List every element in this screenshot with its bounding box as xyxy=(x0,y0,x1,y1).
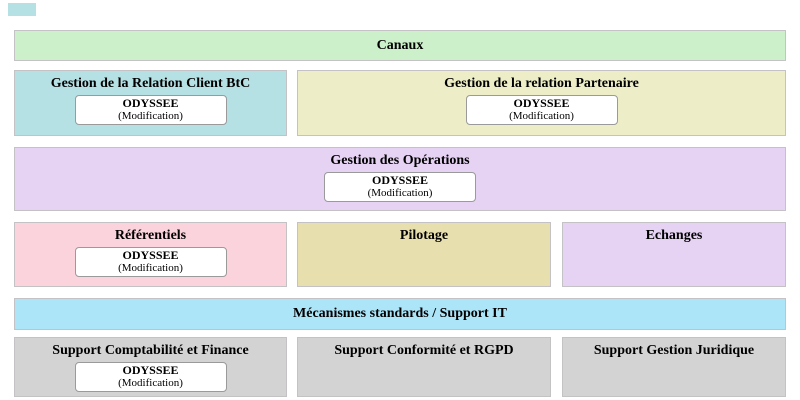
block-support-comptabilite-finance-label: Support Comptabilité et Finance xyxy=(52,343,249,358)
block-gestion-relation-partenaire: Gestion de la relation Partenaire ODYSSE… xyxy=(297,70,786,136)
block-pilotage-label: Pilotage xyxy=(399,228,449,243)
odyssee-chip: ODYSSEE (Modification) xyxy=(465,95,618,125)
app-detail: (Modification) xyxy=(118,110,183,122)
block-gestion-relation-partenaire-label: Gestion de la relation Partenaire xyxy=(444,76,639,91)
block-pilotage: Pilotage xyxy=(297,222,551,287)
odyssee-chip: ODYSSEE (Modification) xyxy=(74,247,227,277)
block-mecanismes-standards-support-it: Mécanismes standards / Support IT xyxy=(14,298,786,330)
block-gestion-relation-client-btc: Gestion de la Relation Client BtC ODYSSE… xyxy=(14,70,287,136)
block-referentiels-label: Référentiels xyxy=(114,228,187,243)
block-support-comptabilite-finance: Support Comptabilité et Finance ODYSSEE … xyxy=(14,337,287,397)
app-detail: (Modification) xyxy=(367,187,433,199)
block-mecanismes-standards-support-it-label: Mécanismes standards / Support IT xyxy=(293,306,507,321)
block-support-conformite-rgpd: Support Conformité et RGPD xyxy=(297,337,551,397)
block-echanges: Echanges xyxy=(562,222,786,287)
block-referentiels: Référentiels ODYSSEE (Modification) xyxy=(14,222,287,287)
block-canaux-label: Canaux xyxy=(376,37,424,53)
block-support-gestion-juridique-label: Support Gestion Juridique xyxy=(593,343,755,358)
app-detail: (Modification) xyxy=(118,377,183,389)
app-name: ODYSSEE xyxy=(122,248,179,262)
block-support-conformite-rgpd-label: Support Conformité et RGPD xyxy=(334,343,514,358)
block-gestion-des-operations-label: Gestion des Opérations xyxy=(330,153,470,168)
corner-marker xyxy=(8,3,36,16)
app-name: ODYSSEE xyxy=(371,173,429,187)
odyssee-chip: ODYSSEE (Modification) xyxy=(324,172,476,202)
odyssee-chip: ODYSSEE (Modification) xyxy=(74,362,227,392)
block-support-gestion-juridique: Support Gestion Juridique xyxy=(562,337,786,397)
app-detail: (Modification) xyxy=(118,262,183,274)
app-name: ODYSSEE xyxy=(122,363,179,377)
app-detail: (Modification) xyxy=(509,110,574,122)
app-name: ODYSSEE xyxy=(513,96,570,110)
block-gestion-relation-client-btc-label: Gestion de la Relation Client BtC xyxy=(50,76,251,91)
block-gestion-des-operations: Gestion des Opérations ODYSSEE (Modifica… xyxy=(14,147,786,211)
block-canaux: Canaux xyxy=(14,30,786,61)
odyssee-chip: ODYSSEE (Modification) xyxy=(74,95,227,125)
app-name: ODYSSEE xyxy=(122,96,179,110)
block-echanges-label: Echanges xyxy=(645,228,703,243)
